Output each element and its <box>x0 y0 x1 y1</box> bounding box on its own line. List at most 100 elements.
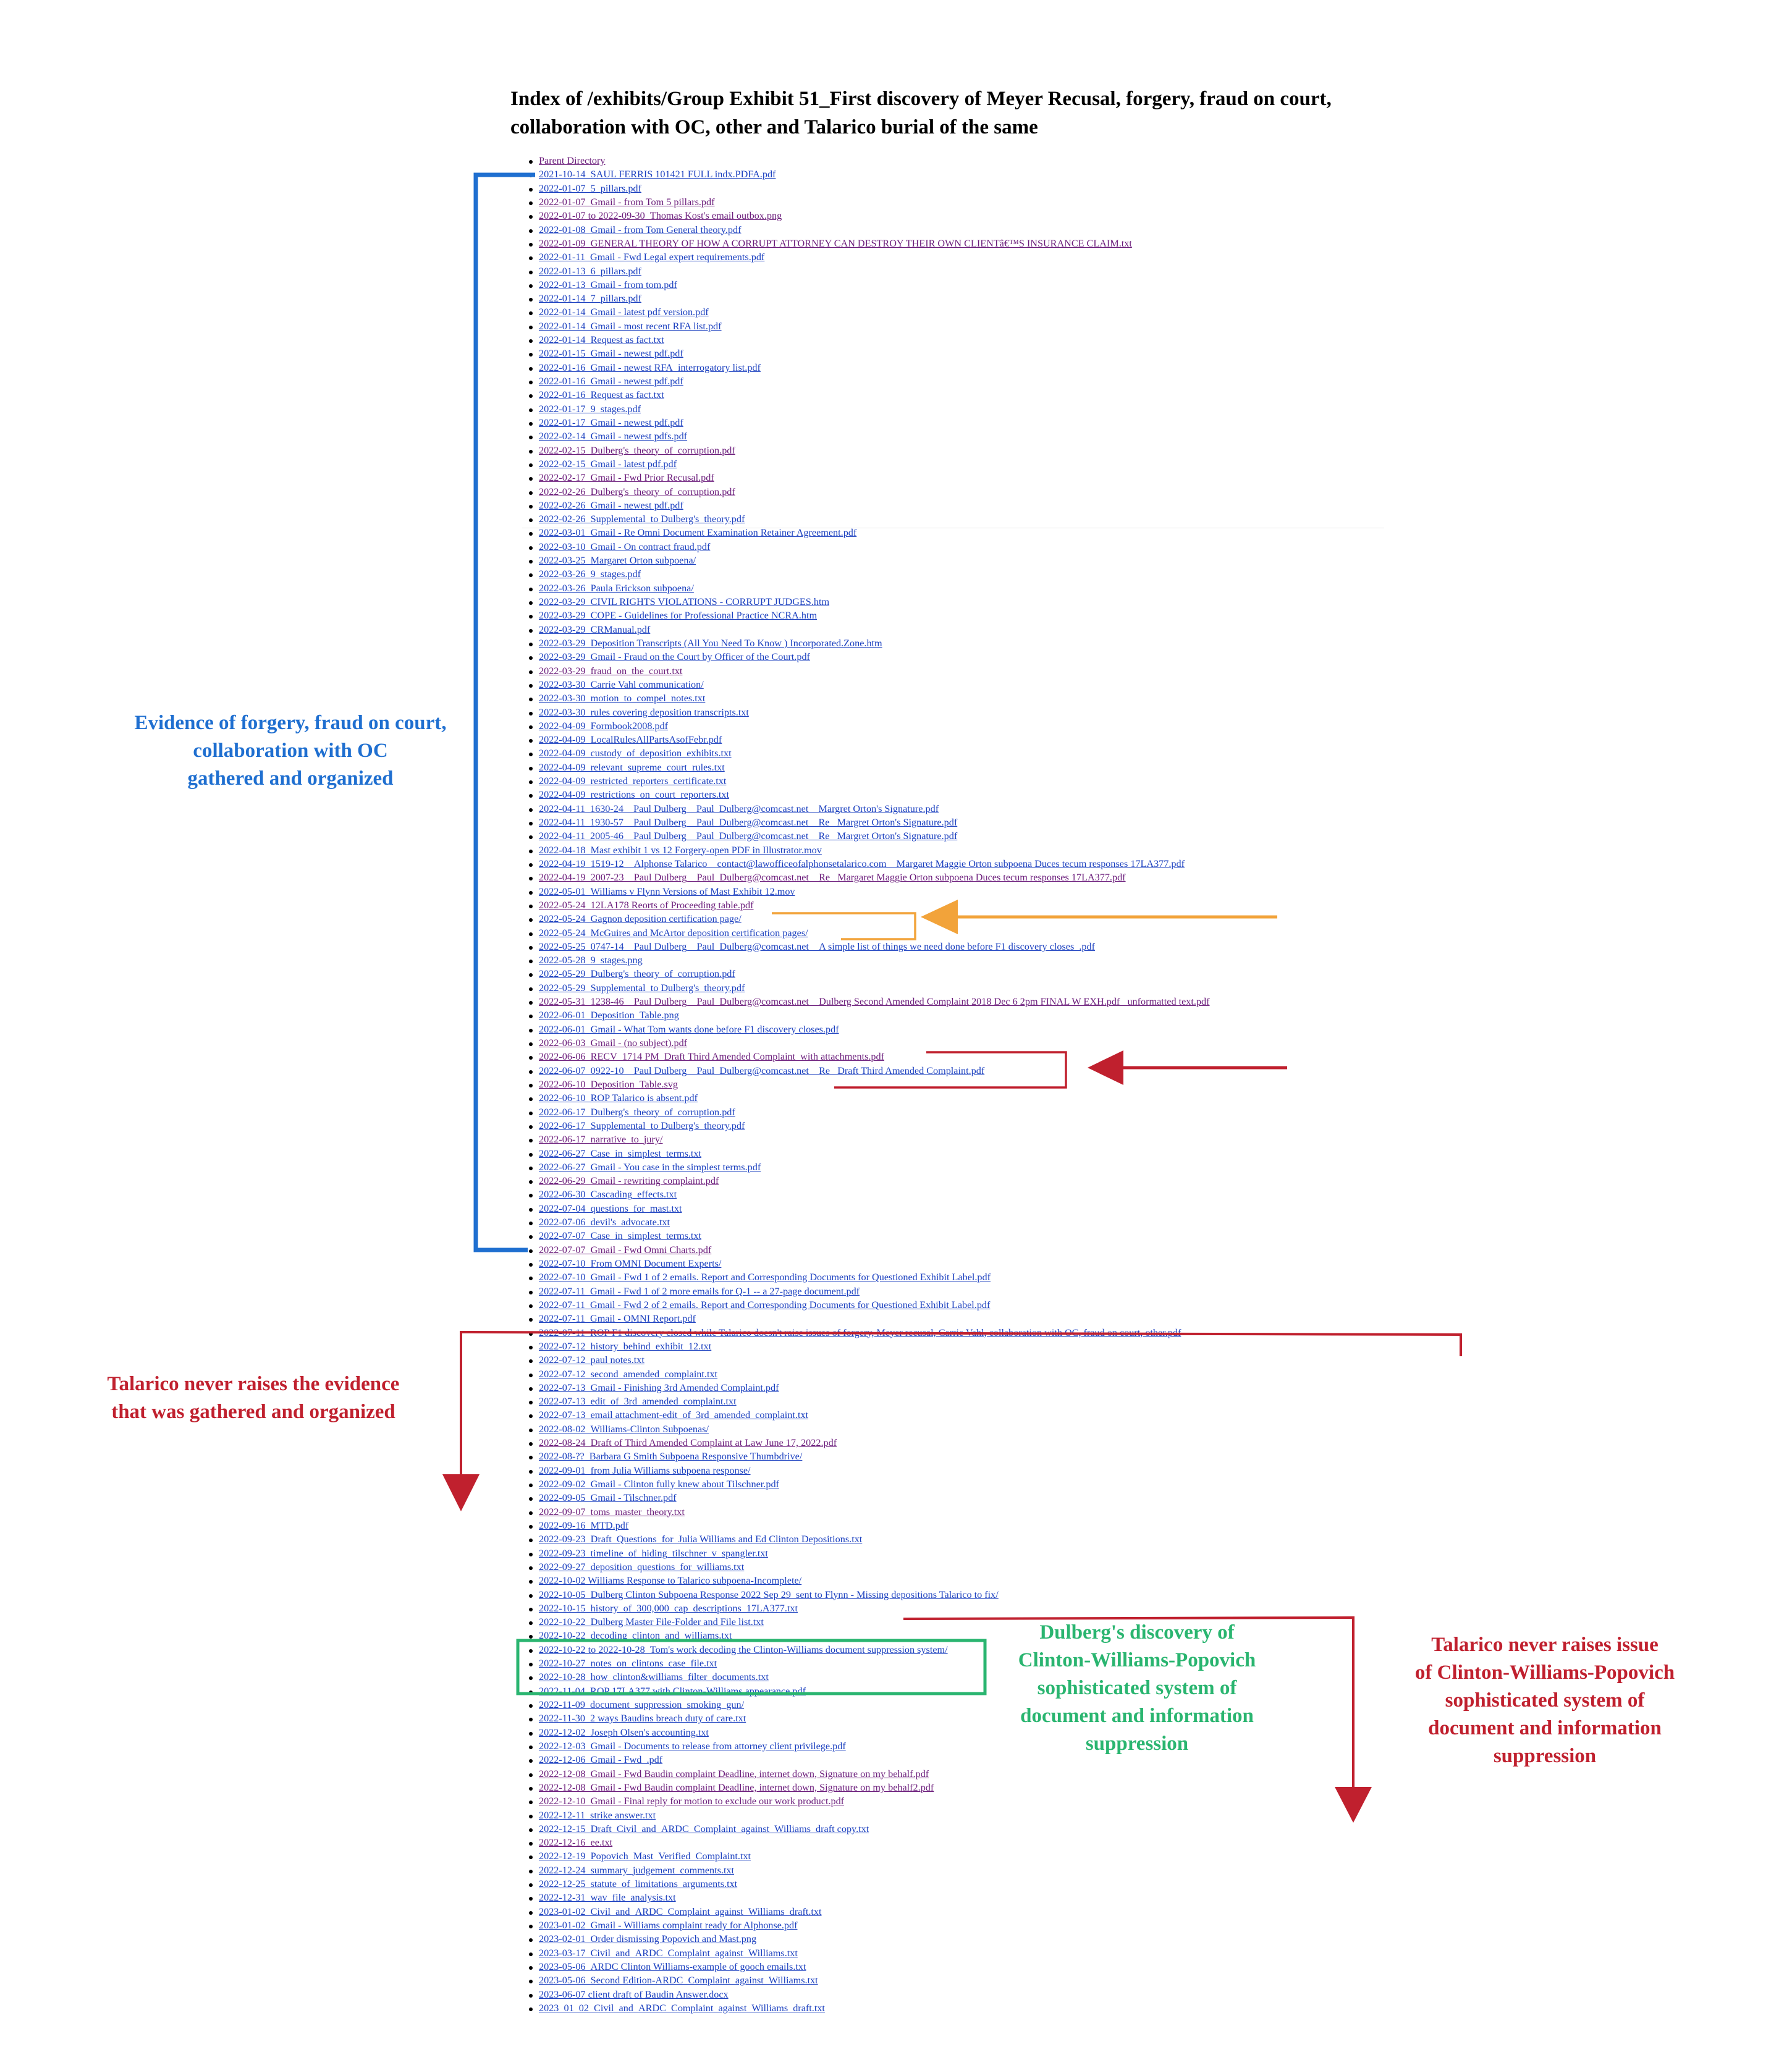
file-link[interactable]: 2022-07-11_Gmail - Fwd 2 of 2 emails. Re… <box>539 1299 991 1311</box>
file-link[interactable]: 2022-06-03_Gmail - (no subject).pdf <box>539 1037 688 1049</box>
file-link[interactable]: 2022-01-17_9_stages.pdf <box>539 403 641 415</box>
file-link[interactable]: 2022-04-19_2007-23__Paul Dulberg__Paul_D… <box>539 872 1126 884</box>
file-link[interactable]: 2022-01-14_Request as fact.txt <box>539 334 664 346</box>
file-link[interactable]: 2022-05-29_Dulberg's_theory_of_corruptio… <box>539 968 735 980</box>
file-link[interactable]: 2022-01-17_Gmail - newest pdf.pdf <box>539 416 683 428</box>
file-link[interactable]: 2022-12-15_Draft_Civil_and_ARDC_Complain… <box>539 1823 869 1834</box>
file-link[interactable]: 2022-01-15_Gmail - newest pdf.pdf <box>539 348 683 360</box>
file-link[interactable]: 2023-05-06_ARDC Clinton Williams-example… <box>539 1961 806 1972</box>
file-link[interactable]: 2022-08-24_Draft of Third Amended Compla… <box>539 1437 837 1449</box>
file-link[interactable]: 2022-06-01_Deposition_Table.png <box>539 1010 679 1021</box>
file-link[interactable]: 2022-03-10_Gmail - On contract fraud.pdf <box>539 541 711 552</box>
file-link[interactable]: 2022-11-30_2 ways Baudins breach duty of… <box>539 1713 746 1724</box>
file-link[interactable]: 2022-12-08_Gmail - Fwd Baudin complaint … <box>539 1781 934 1793</box>
file-link[interactable]: 2022-03-30_motion_to_compel_notes.txt <box>539 693 706 704</box>
file-link[interactable]: 2022-12-24_summary_judgement_comments.tx… <box>539 1864 735 1876</box>
file-link[interactable]: 2022-04-09_relevant_supreme_court_rules.… <box>539 761 725 773</box>
file-link[interactable]: 2022-06-10_ROP Talarico is absent.pdf <box>539 1092 698 1104</box>
file-link[interactable]: 2022-12-11_strike answer.txt <box>539 1809 656 1821</box>
file-link[interactable]: 2022-01-07_Gmail - from Tom 5 pillars.pd… <box>539 196 715 208</box>
file-link[interactable]: 2022-06-27_Gmail - You case in the simpl… <box>539 1161 761 1173</box>
file-link[interactable]: 2022-06-17_Dulberg's_theory_of_corruptio… <box>539 1106 735 1118</box>
file-link[interactable]: 2023_01_02_Civil_and_ARDC_Complaint_agai… <box>539 2002 825 2014</box>
file-link[interactable]: 2022-06-30_Cascading_effects.txt <box>539 1189 677 1201</box>
file-link[interactable]: 2022-09-23_timeline_of_hiding_tilschner_… <box>539 1547 768 1559</box>
file-link[interactable]: 2022-03-30_rules covering deposition tra… <box>539 706 749 718</box>
file-link[interactable]: 2022-01-14_Gmail - most recent RFA list.… <box>539 320 722 332</box>
file-link[interactable]: 2022-12-25_statute_of_limitations_argume… <box>539 1878 738 1890</box>
file-link[interactable]: 2022-03-29_Deposition Transcripts (All Y… <box>539 637 882 649</box>
file-link[interactable]: 2022-03-29_fraud_on_the_court.txt <box>539 665 683 677</box>
file-link[interactable]: 2022-01-16_Request as fact.txt <box>539 389 664 401</box>
file-link[interactable]: 2022-01-14_7_pillars.pdf <box>539 293 641 305</box>
file-link[interactable]: 2022-02-26_Gmail - newest pdf.pdf <box>539 499 683 511</box>
file-link[interactable]: 2022-07-10_Gmail - Fwd 1 of 2 emails. Re… <box>539 1272 991 1283</box>
file-link[interactable]: 2022-11-09_document_suppression_smoking_… <box>539 1699 745 1710</box>
file-link[interactable]: 2022-04-11_1630-24__Paul Dulberg__Paul_D… <box>539 803 939 814</box>
file-link[interactable]: 2022-10-27_notes_on_clintons_case_file.t… <box>539 1658 717 1670</box>
file-link[interactable]: 2022-02-14_Gmail - newest pdfs.pdf <box>539 431 688 442</box>
file-link[interactable]: 2022-04-09_LocalRulesAllPartsAsofFebr.pd… <box>539 734 722 746</box>
file-link[interactable]: 2022-03-26_Paula Erickson subpoena/ <box>539 582 694 594</box>
file-link[interactable]: 2022-08-??_Barbara G Smith Subpoena Resp… <box>539 1451 803 1463</box>
file-link[interactable]: 2022-01-16_Gmail - newest pdf.pdf <box>539 376 683 387</box>
file-link[interactable]: 2022-06-29_Gmail - rewriting complaint.p… <box>539 1175 719 1187</box>
file-link[interactable]: 2022-07-11_Gmail - OMNI Report.pdf <box>539 1313 696 1325</box>
file-link[interactable]: 2022-03-29_Gmail - Fraud on the Court by… <box>539 651 810 663</box>
file-link[interactable]: 2022-09-02_Gmail - Clinton fully knew ab… <box>539 1479 779 1490</box>
file-link[interactable]: 2022-07-13_edit_of_3rd_amended_complaint… <box>539 1396 737 1408</box>
file-link[interactable]: 2022-05-01_Williams v Flynn Versions of … <box>539 885 795 897</box>
file-link[interactable]: 2022-05-24_12LA178 Reorts of Proceeding … <box>539 899 754 911</box>
file-link[interactable]: 2022-06-06_RECV_1714 PM_Draft Third Amen… <box>539 1051 885 1063</box>
file-link[interactable]: 2022-07-04_questions_for_mast.txt <box>539 1202 682 1214</box>
file-link[interactable]: 2022-01-13_Gmail - from tom.pdf <box>539 279 677 290</box>
file-link[interactable]: 2022-03-01_Gmail - Re Omni Document Exam… <box>539 527 857 539</box>
file-link[interactable]: 2022-12-19_Popovich_Mast_Verified_Compla… <box>539 1851 751 1862</box>
file-link[interactable]: 2022-09-07_toms_master_theory.txt <box>539 1506 685 1518</box>
file-link[interactable]: 2022-04-09_Formbook2008.pdf <box>539 720 669 732</box>
file-link[interactable]: 2022-06-17_narrative_to_jury/ <box>539 1134 663 1146</box>
file-link[interactable]: 2022-06-17_Supplemental_to Dulberg's_the… <box>539 1120 745 1131</box>
file-link[interactable]: 2022-03-29_CRManual.pdf <box>539 623 651 635</box>
file-link[interactable]: 2022-03-30_Carrie Vahl communication/ <box>539 678 704 690</box>
file-link[interactable]: 2022-10-22 to 2022-10-28_Tom's work deco… <box>539 1644 948 1655</box>
file-link[interactable]: 2022-11-04_ROP 17LA377 with Clinton-Will… <box>539 1685 806 1697</box>
file-link[interactable]: 2022-10-22_decoding_clinton_and_williams… <box>539 1630 732 1642</box>
file-link[interactable]: 2022-12-16_ee.txt <box>539 1837 613 1849</box>
file-link[interactable]: 2022-04-19_1519-12__Alphonse Talarico__c… <box>539 858 1185 869</box>
file-link[interactable]: 2022-01-16_Gmail - newest RFA_interrogat… <box>539 361 761 373</box>
file-link[interactable]: 2022-01-11_Gmail - Fwd Legal expert requ… <box>539 251 765 263</box>
file-link[interactable]: 2022-12-10_Gmail - Final reply for motio… <box>539 1796 845 1807</box>
file-link[interactable]: 2022-05-31_1238-46__Paul Dulberg__Paul_D… <box>539 996 1210 1008</box>
file-link[interactable]: 2022-05-28_9_stages.png <box>539 955 643 966</box>
file-link[interactable]: 2022-01-09_GENERAL THEORY OF HOW A CORRU… <box>539 237 1132 249</box>
parent-directory-link[interactable]: Parent Directory <box>539 155 606 166</box>
file-link[interactable]: 2022-09-01_from Julia Williams subpoena … <box>539 1464 751 1476</box>
file-link[interactable]: 2022-02-15_Dulberg's_theory_of_corruptio… <box>539 444 735 456</box>
file-link[interactable]: 2022-02-26_Supplemental_to Dulberg's_the… <box>539 513 745 525</box>
file-link[interactable]: 2022-06-07_0922-10__Paul Dulberg__Paul_D… <box>539 1065 985 1076</box>
file-link[interactable]: 2022-03-29_COPE - Guidelines for Profess… <box>539 610 818 622</box>
file-link[interactable]: 2022-03-29_CIVIL RIGHTS VIOLATIONS - COR… <box>539 596 830 607</box>
file-link[interactable]: 2022-02-15_Gmail - latest pdf.pdf <box>539 458 677 470</box>
file-link[interactable]: 2022-07-13_email attachment-edit_of_3rd_… <box>539 1409 809 1421</box>
file-link[interactable]: 2022-10-05_Dulberg Clinton Subpoena Resp… <box>539 1589 999 1600</box>
file-link[interactable]: 2022-10-02 Williams Response to Talarico… <box>539 1575 802 1587</box>
file-link[interactable]: 2022-07-07_Gmail - Fwd Omni Charts.pdf <box>539 1244 712 1256</box>
file-link[interactable]: 2022-07-12_history_behind_exhibit_12.txt <box>539 1340 712 1352</box>
file-link[interactable]: 2022-08-02_Williams-Clinton Subpoenas/ <box>539 1423 709 1435</box>
file-link[interactable]: 2022-04-09_restricted_reporters_certific… <box>539 775 727 787</box>
file-link[interactable]: 2022-04-11_2005-46__Paul Dulberg__Paul_D… <box>539 830 958 842</box>
file-link[interactable]: 2022-06-01_Gmail - What Tom wants done b… <box>539 1023 839 1035</box>
file-link[interactable]: 2022-07-07_Case_in_simplest_terms.txt <box>539 1230 702 1242</box>
file-link[interactable]: 2022-07-11_ROP F1 discovery closed while… <box>539 1327 1181 1338</box>
file-link[interactable]: 2022-07-11_Gmail - Fwd 1 of 2 more email… <box>539 1285 860 1297</box>
file-link[interactable]: 2022-01-14_Gmail - latest pdf version.pd… <box>539 306 709 318</box>
file-link[interactable]: 2022-10-28_how_clinton&williams_filter_d… <box>539 1671 769 1683</box>
file-link[interactable]: 2022-06-10_Deposition_Table.svg <box>539 1078 678 1090</box>
file-link[interactable]: 2022-01-07_5_pillars.pdf <box>539 182 641 194</box>
file-link[interactable]: 2023-03-17_Civil_and_ARDC_Complaint_agai… <box>539 1947 798 1959</box>
file-link[interactable]: 2022-03-26_9_stages.pdf <box>539 568 641 580</box>
file-link[interactable]: 2022-05-29_Supplemental_to Dulberg's_the… <box>539 982 745 994</box>
file-link[interactable]: 2023-05-06_Second Edition-ARDC_Complaint… <box>539 1975 818 1986</box>
